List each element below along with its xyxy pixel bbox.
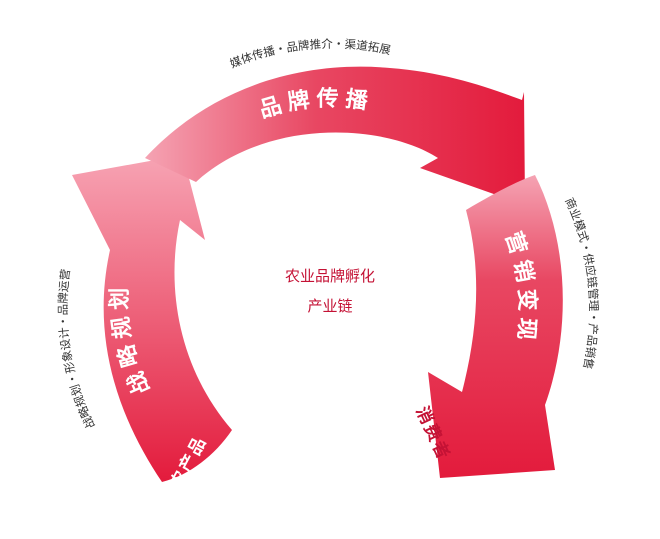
arrow-strategy-planning xyxy=(72,155,232,482)
top-stage-subtitle: 媒体传播・品牌推介・渠道拓展 xyxy=(228,37,393,71)
center-title-line1: 农业品牌孵化 xyxy=(284,267,375,285)
right-stage-subtitle: 商业模式・供应链管理・产品销售 xyxy=(562,195,600,370)
arrow-brand-communication xyxy=(145,66,525,205)
left-stage-subtitle: 战略规划・形象设计・品牌运营 xyxy=(56,268,98,431)
center-title-line2: 产业链 xyxy=(307,297,353,315)
arrow-marketing-monetization xyxy=(428,175,563,478)
